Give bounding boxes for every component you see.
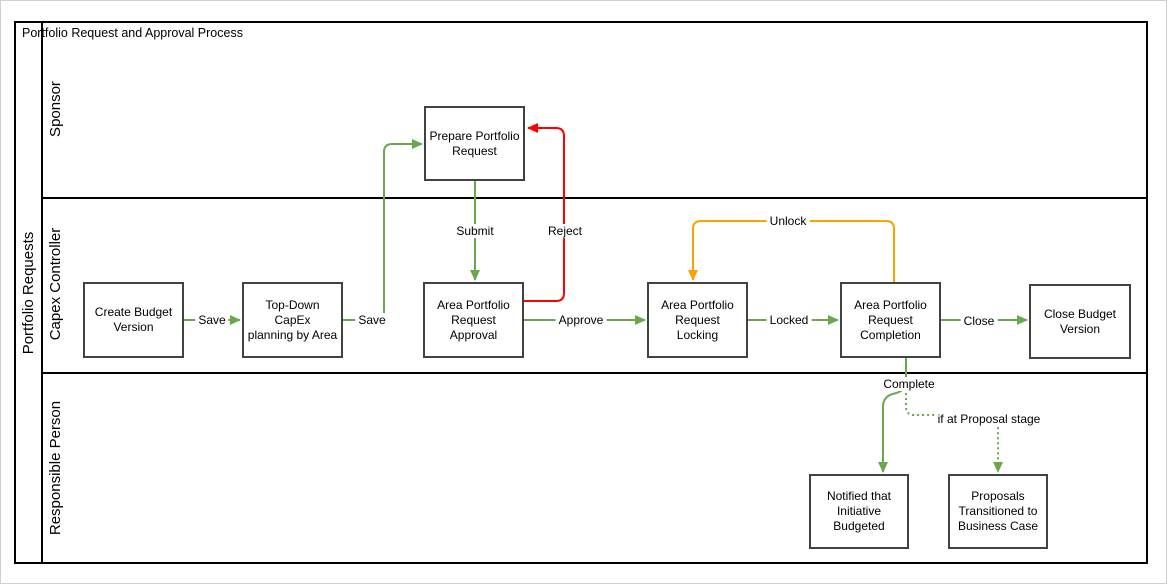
flow-unlock[interactable] [688, 220, 895, 282]
flow-label-locked[interactable]: Locked [766, 313, 812, 327]
lane-separator-capex-responsible [41, 372, 1148, 374]
task-area-portfolio-request-approval[interactable]: Area Portfolio Request Approval [423, 282, 524, 358]
task-notified-that-initiative-budgeted[interactable]: Notified that Initiative Budgeted [809, 474, 909, 549]
task-area-portfolio-request-locking[interactable]: Area Portfolio Request Locking [647, 282, 748, 358]
flow-label-save-1[interactable]: Save [195, 313, 229, 327]
flow-label-reject[interactable]: Reject [544, 224, 586, 238]
flow-complete[interactable] [878, 358, 907, 473]
flow-label-save-2[interactable]: Save [355, 313, 389, 327]
flow-reject[interactable] [524, 123, 565, 302]
flow-label-close[interactable]: Close [960, 314, 998, 328]
flow-label-unlock[interactable]: Unlock [766, 214, 810, 228]
flow-save-2[interactable] [343, 139, 423, 321]
flow-if-at-proposal-stage[interactable] [905, 358, 1003, 473]
task-area-portfolio-request-completion[interactable]: Area Portfolio Request Completion [840, 282, 941, 358]
flow-label-complete[interactable]: Complete [880, 377, 938, 391]
task-create-budget-version[interactable]: Create Budget Version [83, 282, 184, 358]
pool-frame [14, 21, 1148, 564]
pool-label-divider [41, 21, 43, 564]
flow-label-if-at-proposal-stage[interactable]: if at Proposal stage [934, 412, 1044, 426]
task-proposals-transitioned-to-business-case[interactable]: Proposals Transitioned to Business Case [948, 474, 1048, 549]
lane-separator-sponsor-capex [41, 197, 1148, 199]
task-prepare-portfolio-request[interactable]: Prepare Portfolio Request [424, 106, 525, 181]
flow-label-submit[interactable]: Submit [453, 224, 497, 238]
task-top-down-capex-planning[interactable]: Top-Down CapEx planning by Area [242, 282, 343, 358]
flow-label-approve[interactable]: Approve [555, 313, 607, 327]
diagram-title: Portfolio Request and Approval Process [22, 26, 243, 40]
task-close-budget-version[interactable]: Close Budget Version [1029, 284, 1131, 359]
